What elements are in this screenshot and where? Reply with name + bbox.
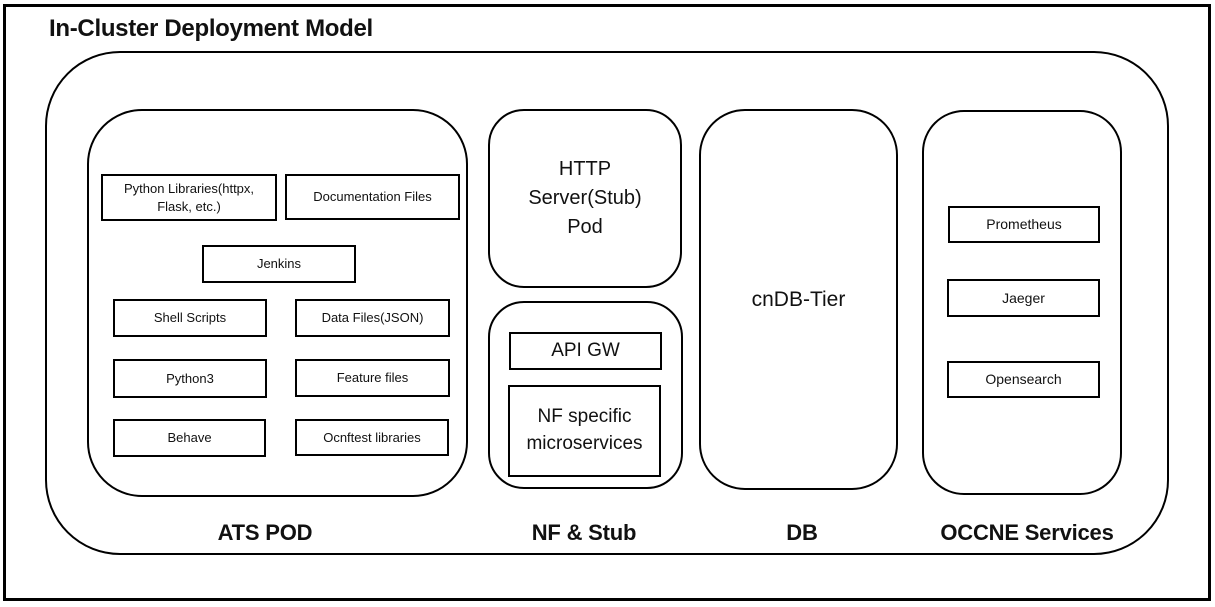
jenkins-box: Jenkins [202,245,356,283]
api-gw-box: API GW [509,332,662,370]
diagram-title: In-Cluster Deployment Model [49,15,373,42]
prometheus-box: Prometheus [948,206,1100,243]
data-files-box: Data Files(JSON) [295,299,450,337]
feature-files-box: Feature files [295,359,450,397]
python3-box: Python3 [113,359,267,398]
ats-pod-section-label: ATS POD [217,520,313,545]
opensearch-box: Opensearch [947,361,1100,398]
python-libraries-box: Python Libraries(httpx, Flask, etc.) [101,174,277,221]
http-server-stub-pod: HTTP Server(Stub) Pod [488,109,682,288]
documentation-files-box: Documentation Files [285,174,460,220]
occne-services-section-label: OCCNE Services [940,520,1114,545]
http-server-stub-pod-label: HTTP Server(Stub) Pod [528,158,642,238]
cndb-tier-label: cnDB-Tier [751,287,846,311]
ocnftest-libraries-box: Ocnftest libraries [295,419,449,456]
nf-specific-microservices-box: NF specific microservices [508,385,661,477]
behave-box: Behave [113,419,266,457]
shell-scripts-box: Shell Scripts [113,299,267,337]
nf-stub-section-label: NF & Stub [531,520,637,545]
db-section-label: DB [786,520,818,545]
jaeger-box: Jaeger [947,279,1100,317]
cndb-tier-pod: cnDB-Tier [699,109,898,490]
